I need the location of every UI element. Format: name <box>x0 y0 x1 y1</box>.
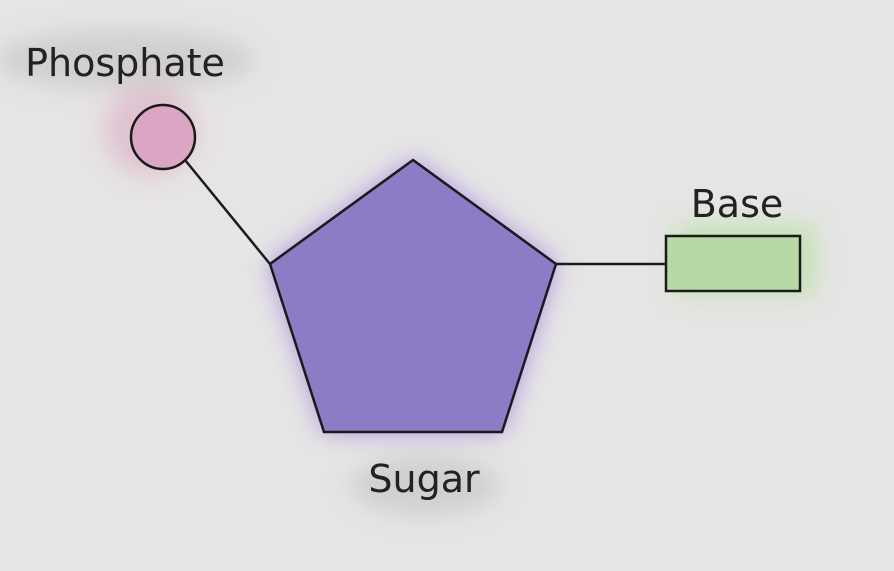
phosphate-sugar-bond <box>184 159 271 265</box>
phosphate-label: Phosphate <box>25 41 225 85</box>
base-label: Base <box>691 182 784 226</box>
base-rectangle <box>664 234 802 293</box>
sugar-pentagon <box>268 158 558 434</box>
phosphate-circle <box>129 103 197 171</box>
sugar-label: Sugar <box>368 457 480 501</box>
